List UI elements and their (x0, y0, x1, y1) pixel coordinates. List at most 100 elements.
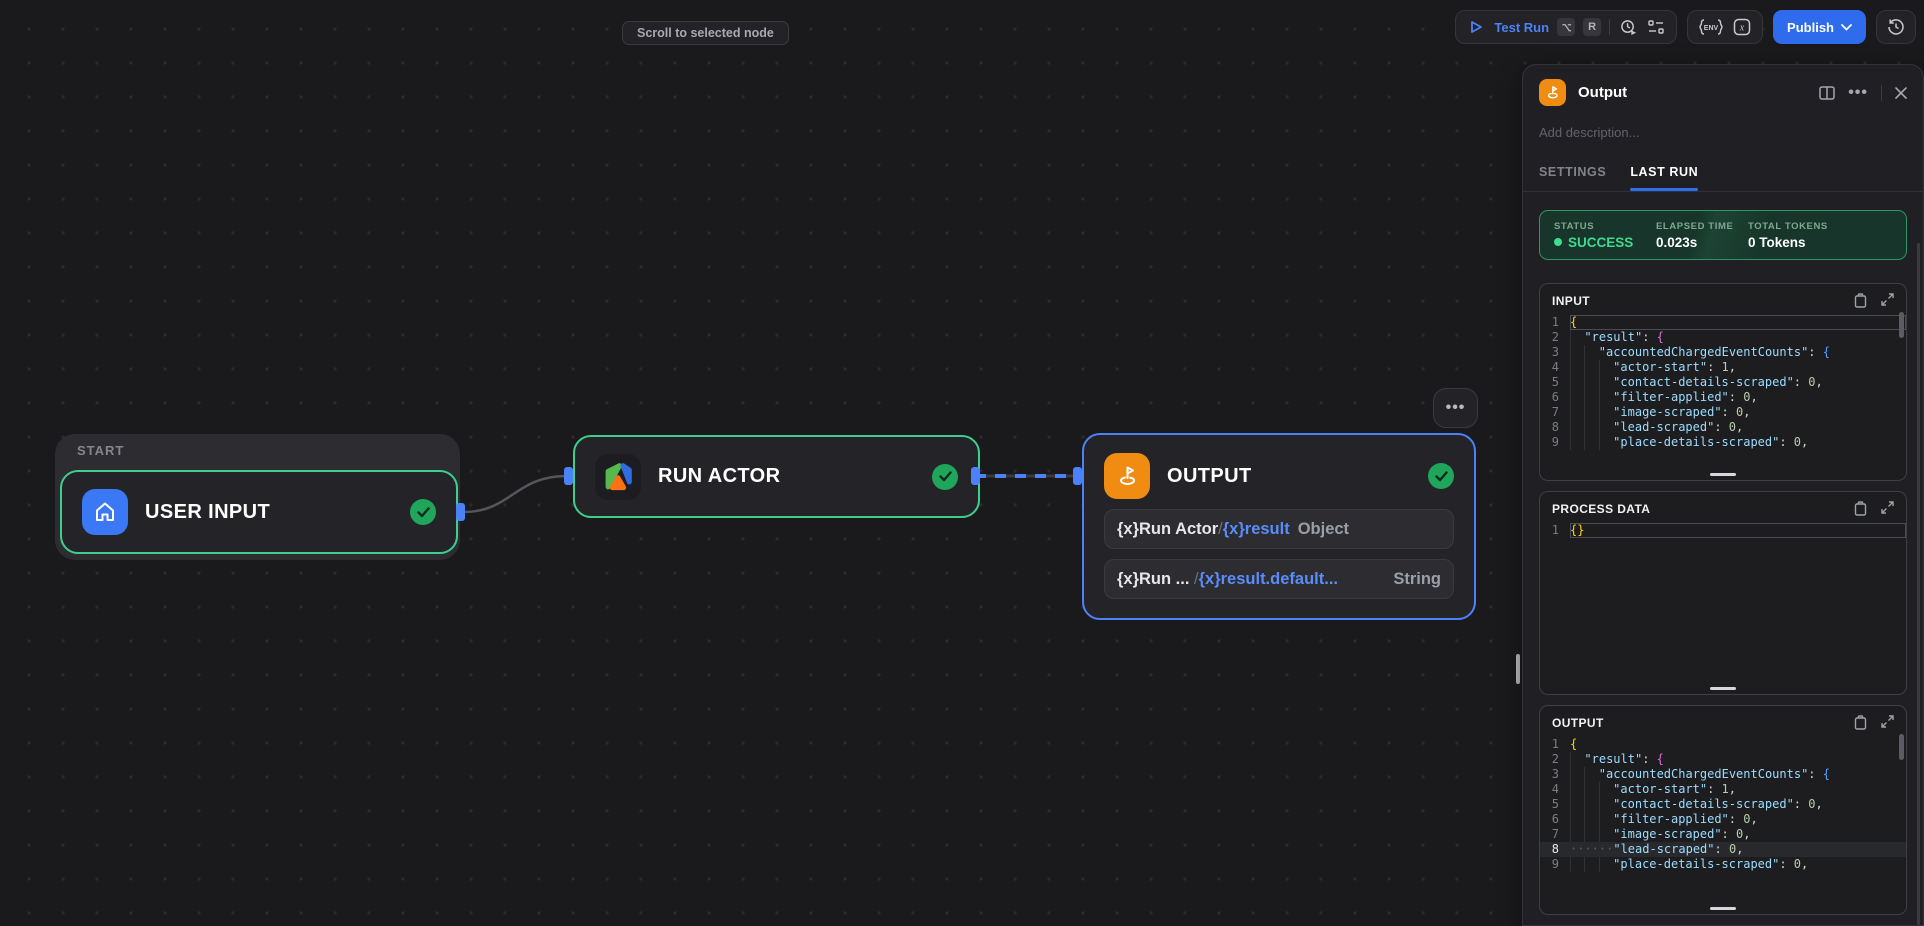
tab-last-run[interactable]: LAST RUN (1630, 165, 1699, 191)
code-line[interactable]: 1{ (1540, 315, 1906, 330)
code-scrollbar-thumb[interactable] (1899, 734, 1904, 760)
code-line[interactable]: 7"image-scraped": 0, (1540, 405, 1906, 420)
process-data-editor[interactable]: 1 {} (1540, 521, 1906, 538)
code-line[interactable]: 5"contact-details-scraped": 0, (1540, 375, 1906, 390)
copy-icon[interactable] (1854, 293, 1867, 308)
more-options-icon[interactable]: ••• (1848, 83, 1868, 101)
code-token: 0 (1808, 797, 1816, 811)
panel-resize-handle[interactable] (1516, 654, 1520, 684)
code-line[interactable]: 4"actor-start": 1, (1540, 360, 1906, 375)
code-token: : (1714, 842, 1729, 856)
input-json-editor[interactable]: 1{2"result": {3"accountedChargedEventCou… (1540, 313, 1906, 450)
code-line[interactable]: 1{ (1540, 737, 1906, 752)
indent-guide (1584, 435, 1598, 450)
code-scrollbar-thumb[interactable] (1899, 312, 1904, 338)
success-check-icon (1428, 463, 1454, 489)
output-handle-user-input[interactable] (456, 503, 465, 521)
line-number: 2 (1551, 330, 1559, 344)
code-token: : (1707, 360, 1722, 374)
expand-icon[interactable] (1881, 715, 1894, 730)
expand-icon[interactable] (1881, 501, 1894, 516)
code-line[interactable]: 5"contact-details-scraped": 0, (1540, 797, 1906, 812)
code-line[interactable]: 6"filter-applied": 0, (1540, 812, 1906, 827)
code-token: , (1736, 842, 1744, 856)
indent-guide (1598, 827, 1613, 842)
close-panel-icon[interactable] (1895, 86, 1907, 99)
panel-scrollbar[interactable] (1917, 243, 1920, 925)
total-tokens-label: TOTAL TOKENS (1748, 220, 1828, 232)
tab-settings[interactable]: SETTINGS (1539, 165, 1607, 179)
output-handle-run-actor[interactable] (971, 467, 980, 485)
code-token: "place-details-scraped" (1613, 435, 1780, 449)
version-history-icon[interactable] (1886, 17, 1906, 37)
publish-button[interactable]: Publish (1773, 10, 1866, 44)
indent-guide (1584, 390, 1598, 405)
code-token: : (1721, 827, 1736, 841)
toolbar-divider (1609, 19, 1611, 35)
home-icon (82, 489, 128, 535)
code-line[interactable]: 9"place-details-scraped": 0, (1540, 435, 1906, 450)
line-number: 1 (1551, 523, 1559, 537)
code-line[interactable]: 3"accountedChargedEventCounts": { (1540, 767, 1906, 782)
code-token: 0 (1736, 827, 1744, 841)
copy-icon[interactable] (1854, 715, 1867, 730)
indent-guide (1584, 360, 1598, 375)
code-line[interactable]: 6"filter-applied": 0, (1540, 390, 1906, 405)
code-token: : (1728, 812, 1744, 826)
input-section-card: INPUT 1{2"result": {3"accountedChargedEv… (1539, 283, 1907, 481)
code-token: : (1728, 390, 1744, 404)
status-dot (1554, 238, 1562, 246)
line-number: 9 (1551, 435, 1559, 449)
code-token: , (1728, 782, 1737, 796)
split-view-icon[interactable] (1819, 85, 1835, 100)
code-token: 1 (1721, 782, 1729, 796)
copy-icon[interactable] (1854, 501, 1867, 516)
line-number: 2 (1551, 752, 1559, 766)
code-line[interactable]: 2"result": { (1540, 752, 1906, 767)
node-title: RUN ACTOR (658, 465, 781, 487)
mapping-type: Object (1297, 519, 1350, 538)
panel-title: Output (1578, 84, 1628, 101)
edge-userinput-runactor[interactable] (463, 474, 567, 514)
description-input[interactable]: Add description... (1539, 125, 1640, 140)
play-icon[interactable] (1466, 17, 1486, 37)
code-line[interactable]: 4"actor-start": 1, (1540, 782, 1906, 797)
code-line[interactable]: 1 {} (1540, 523, 1906, 538)
code-token: {} (1570, 523, 1585, 537)
indent-guide (1584, 797, 1598, 812)
node-user-input[interactable]: USER INPUT (60, 470, 458, 554)
code-line[interactable]: 7"image-scraped": 0, (1540, 827, 1906, 842)
output-mapping-row[interactable]: {x}Run ... /{x}result.default...String (1104, 559, 1454, 599)
section-resize-handle[interactable] (1710, 687, 1736, 690)
node-menu-button[interactable]: ••• (1433, 388, 1478, 428)
code-token: "accountedChargedEventCounts" (1598, 345, 1809, 359)
variables-icon[interactable]: x (1732, 17, 1752, 37)
indent-guide (1570, 360, 1584, 375)
input-handle-run-actor[interactable] (564, 467, 573, 485)
indent-guide (1584, 827, 1598, 842)
code-line[interactable]: 8"lead-scraped": 0, (1540, 420, 1906, 435)
code-line[interactable]: 9"place-details-scraped": 0, (1540, 857, 1906, 872)
run-config-icon[interactable] (1646, 17, 1666, 37)
code-token: { (1570, 315, 1578, 329)
node-run-actor[interactable]: RUN ACTOR (573, 435, 980, 518)
scheduled-run-icon[interactable] (1618, 17, 1638, 37)
code-token: : (1808, 767, 1823, 781)
node-title: USER INPUT (145, 500, 271, 523)
input-handle-output[interactable] (1073, 467, 1082, 485)
test-run-button[interactable]: Test Run (1494, 19, 1550, 35)
section-resize-handle[interactable] (1710, 473, 1736, 476)
apify-actor-icon (595, 453, 641, 500)
output-json-editor[interactable]: 1{2"result": {3"accountedChargedEventCou… (1540, 735, 1906, 872)
indent-guide (1584, 782, 1598, 797)
code-line[interactable]: 2"result": { (1540, 330, 1906, 345)
code-line[interactable]: 3"accountedChargedEventCounts": { (1540, 345, 1906, 360)
section-resize-handle[interactable] (1710, 907, 1736, 910)
scroll-to-selected-node-button[interactable]: Scroll to selected node (622, 21, 789, 45)
code-token: 0 (1743, 812, 1751, 826)
code-line[interactable]: 8······"lead-scraped": 0, (1540, 842, 1906, 857)
env-icon[interactable]: ENV (1698, 17, 1724, 37)
expand-icon[interactable] (1881, 293, 1894, 308)
